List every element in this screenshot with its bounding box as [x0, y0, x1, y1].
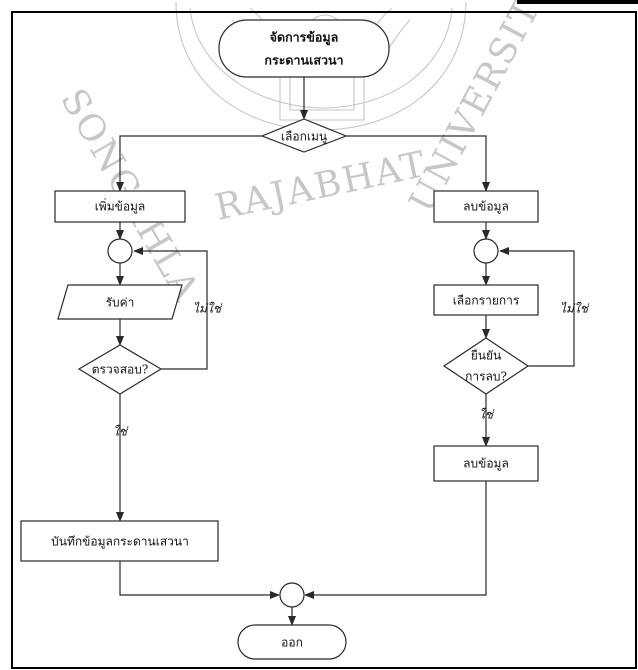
menu-decision-label: เลือกเมนู [281, 130, 327, 145]
receive-input-label: รับค่า [106, 296, 135, 310]
end-label: ออก [281, 636, 303, 650]
delete-yes-label: ใช่ [479, 408, 495, 422]
delete-final-label: ลบข้อมูล [463, 457, 509, 472]
seal-text-right: UNIVERSITY [402, 0, 561, 219]
page-frame [11, 11, 637, 669]
confirm-decision-label-line2: การลบ? [465, 370, 507, 384]
delete-final-process: ลบข้อมูล [433, 445, 539, 482]
check-decision-label: ตรวจสอบ? [92, 363, 149, 377]
end-terminator: ออก [237, 624, 347, 660]
delete-process: ลบข้อมูล [433, 190, 539, 223]
flowchart-connectors [116, 77, 575, 626]
select-item-label: เลือกรายการ [453, 294, 520, 308]
receive-input: รับค่า [57, 284, 183, 320]
menu-decision: เลือกเมนู [260, 118, 348, 153]
delete-process-label: ลบข้อมูล [463, 200, 509, 215]
select-item-process: เลือกรายการ [433, 284, 539, 316]
start-label-line1: จัดการข้อมูล [270, 30, 339, 46]
seal-text-bottom: RAJABHAT [211, 144, 430, 229]
add-no-label: ไม่ใช่ [193, 302, 223, 316]
save-process: บันทึกข้อมูลกระดานเสวนา [20, 520, 219, 562]
add-loop-connector [107, 238, 133, 264]
start-label-line2: กระดานเสวนา [264, 53, 343, 68]
top-border-bar [517, 0, 638, 4]
start-terminator: จัดการข้อมูล กระดานเสวนา [218, 19, 390, 78]
delete-loop-connector [473, 238, 499, 264]
confirm-decision-label-line1: ยืนยัน [471, 349, 501, 363]
confirm-decision: ยืนยัน การลบ? [442, 337, 530, 395]
add-yes-label: ใช่ [113, 425, 129, 439]
save-process-label: บันทึกข้อมูลกระดานเสวนา [51, 535, 189, 550]
add-process: เพิ่มข้อมูล [54, 190, 186, 223]
merge-connector [279, 582, 305, 608]
check-decision: ตรวจสอบ? [77, 344, 163, 395]
add-process-label: เพิ่มข้อมูล [95, 198, 146, 215]
delete-no-label: ไม่ใช่ [560, 302, 590, 316]
